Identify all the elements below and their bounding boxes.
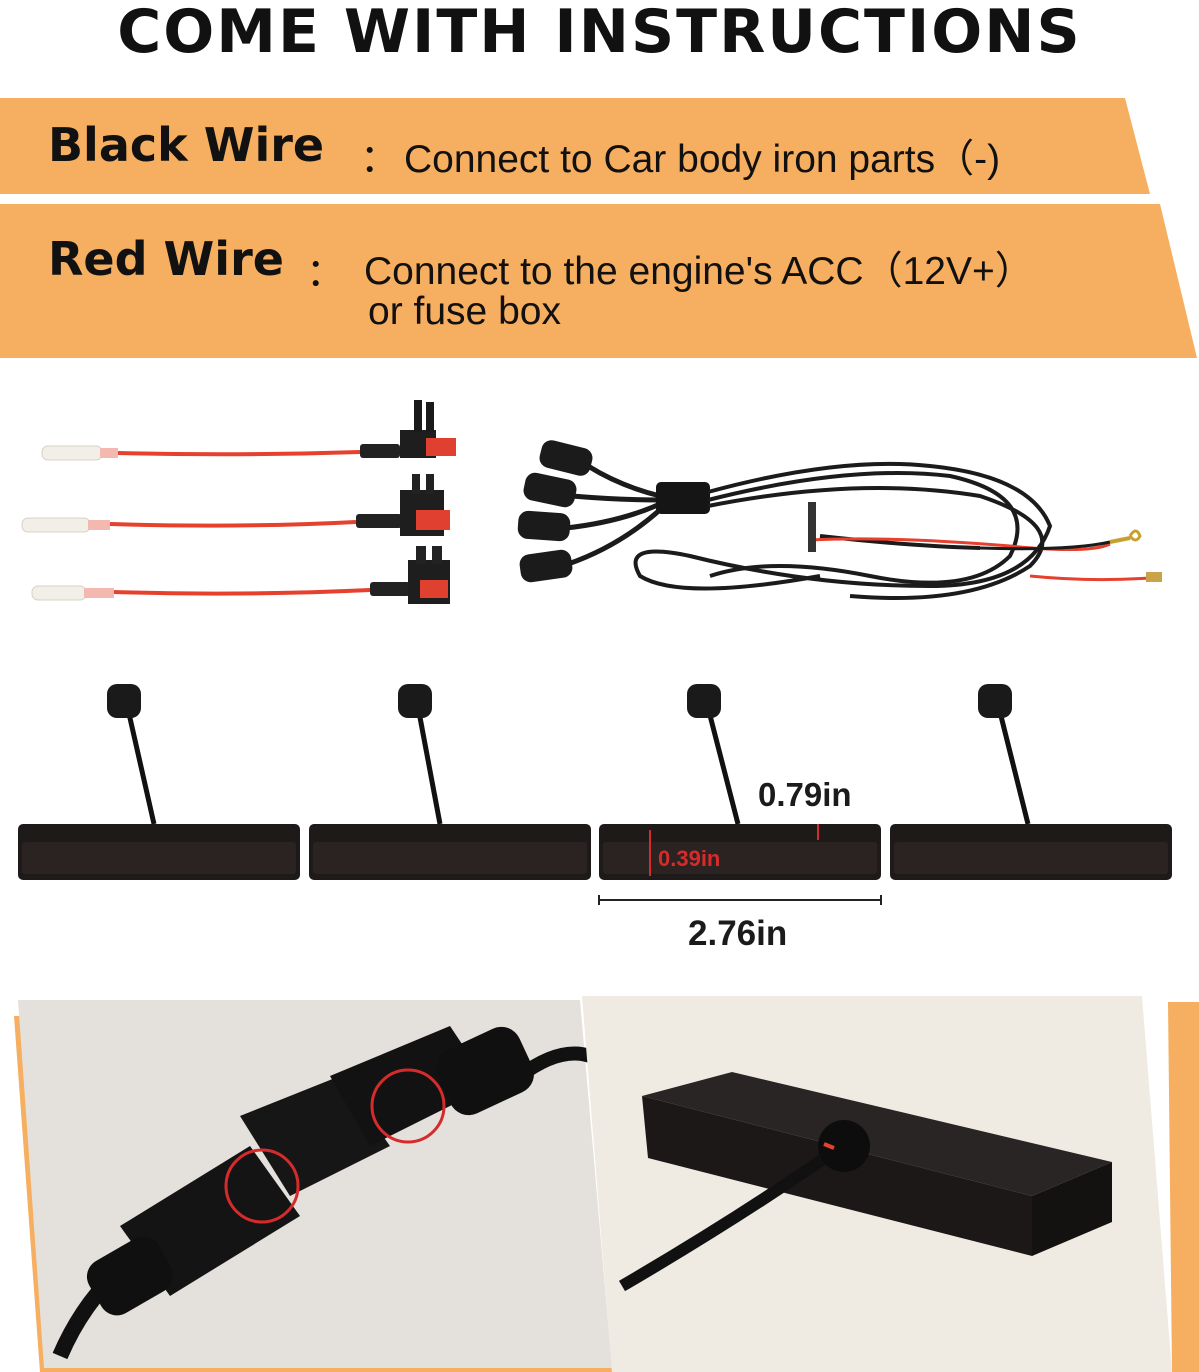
band-background: [0, 98, 1150, 194]
band-background: [0, 204, 1197, 358]
wiring-harness-icon: [517, 440, 1162, 600]
light-bar-2: [309, 684, 591, 880]
black-wire-separator: ：: [360, 138, 400, 181]
light-bar-1: [18, 684, 300, 880]
black-wire-label: Black Wire: [48, 118, 325, 172]
light-bar-4: [890, 684, 1172, 880]
black-wire-description: Connect to Car body iron parts（-): [404, 138, 1001, 181]
connector-photo: [14, 1000, 612, 1372]
red-wire-description: Connect to the engine's ACC（12V+）: [364, 250, 1034, 293]
connector-icon: [52, 1026, 593, 1360]
red-wire-label: Red Wire: [48, 232, 284, 286]
light-bar-icon: [18, 684, 1172, 880]
headline: COME WITH INSTRUCTIONS: [117, 0, 1082, 67]
fuse-tap-icon: [21, 400, 456, 604]
light-bar-closeup-icon: [618, 1072, 1112, 1292]
instruction-band-black-wire: Black Wire ： Connect to Car body iron pa…: [0, 98, 1199, 194]
light-bar-closeup-photo: [582, 996, 1199, 1372]
fuse-tap-3: [31, 546, 450, 604]
fuse-tap-1: [41, 400, 456, 461]
light-bar-3: [599, 684, 881, 880]
red-wire-description-line2: or fuse box: [368, 290, 561, 333]
length-dimension: 2.76in: [688, 914, 788, 953]
fuse-tap-2: [21, 474, 450, 536]
length-dimension-line: [598, 895, 882, 905]
red-wire-separator: ：: [306, 252, 346, 295]
height-dimension: 0.79in: [758, 776, 852, 813]
thickness-dimension: 0.39in: [658, 846, 721, 871]
instruction-band-red-wire: Red Wire ： Connect to the engine's ACC（1…: [0, 204, 1199, 358]
